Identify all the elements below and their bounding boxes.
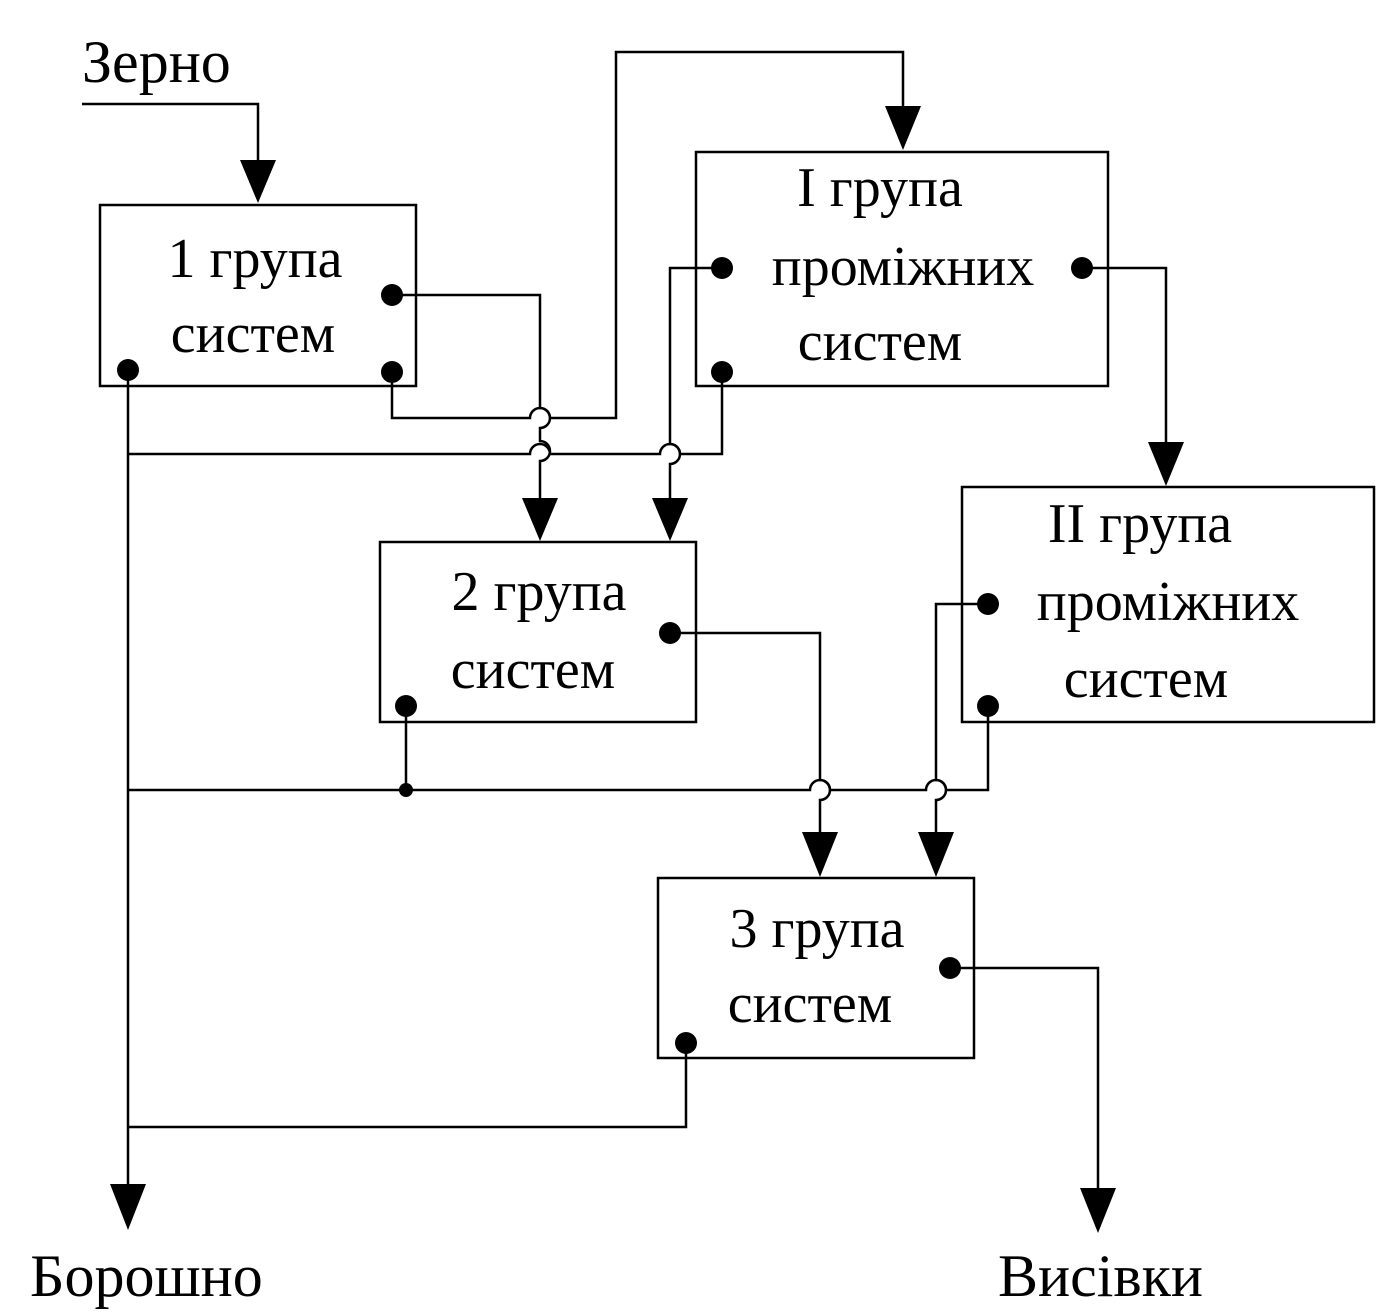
port-dot [939, 957, 961, 979]
port-dot [711, 361, 733, 383]
node-inter2-line3: систем [1064, 648, 1228, 710]
node-group2-box [378, 540, 698, 724]
arrowhead-g2-to-g3 [802, 832, 838, 877]
node-group2: 2 група систем [378, 540, 698, 724]
arrowhead-g1-to-g2 [522, 498, 558, 541]
port-dot [381, 284, 403, 306]
node-inter2: ІІ група проміжних систем [960, 485, 1376, 724]
arrowhead-inter1-to-inter2 [1148, 442, 1184, 486]
node-group3: 3 група систем [656, 876, 976, 1060]
node-inter1-line1: І група [797, 157, 963, 219]
node-inter2-box [960, 485, 1376, 724]
junction-dot [399, 783, 413, 797]
node-group3-box [656, 876, 976, 1060]
arrowhead-bran-out [1080, 1188, 1116, 1233]
node-group1-line2: систем [171, 303, 335, 365]
node-inter1-line3: систем [798, 311, 962, 373]
arrowhead-flour-out [110, 1184, 146, 1230]
arrowhead-inter1-to-g2 [652, 498, 688, 541]
wire-g3-bran [950, 966, 1100, 1190]
output-bran-label: Висівки [998, 1243, 1203, 1309]
output-flour-label: Борошно [30, 1243, 263, 1309]
port-dot [977, 695, 999, 717]
arrowhead-inter2-to-g3 [918, 832, 954, 877]
node-group1: 1 група систем [98, 203, 418, 388]
wire-grain-in [82, 102, 260, 162]
node-group2-line1: 2 група [451, 561, 626, 623]
port-dot [659, 622, 681, 644]
node-group3-line1: 3 група [729, 898, 904, 960]
node-group1-box [98, 203, 418, 388]
port-dot [711, 257, 733, 279]
port-dot [117, 359, 139, 381]
node-group1-line1: 1 група [167, 228, 342, 290]
port-dot [1071, 257, 1093, 279]
port-dot [395, 695, 417, 717]
wire-g1-to-inter1 [390, 50, 905, 420]
node-group3-line2: систем [728, 973, 892, 1035]
port-dot [977, 593, 999, 615]
node-group2-line2: систем [451, 639, 615, 701]
arrowhead-grain-in [240, 160, 276, 203]
port-dot [675, 1032, 697, 1054]
node-inter1: І група проміжних систем [694, 150, 1110, 388]
node-inter2-line1: ІІ група [1048, 493, 1232, 555]
port-dot [381, 361, 403, 383]
node-inter1-box [694, 150, 1110, 388]
arrowhead-g1-to-inter1 [885, 106, 921, 150]
node-inter1-line2: проміжних [772, 236, 1035, 298]
input-label: Зерно [82, 29, 231, 95]
wire-inter1-flour [128, 372, 724, 456]
wire-inter1-to-inter2 [1082, 266, 1168, 444]
node-inter2-line2: проміжних [1037, 571, 1300, 633]
wire-g3-flour [128, 1043, 688, 1129]
wire-inter2-flour [128, 706, 990, 792]
